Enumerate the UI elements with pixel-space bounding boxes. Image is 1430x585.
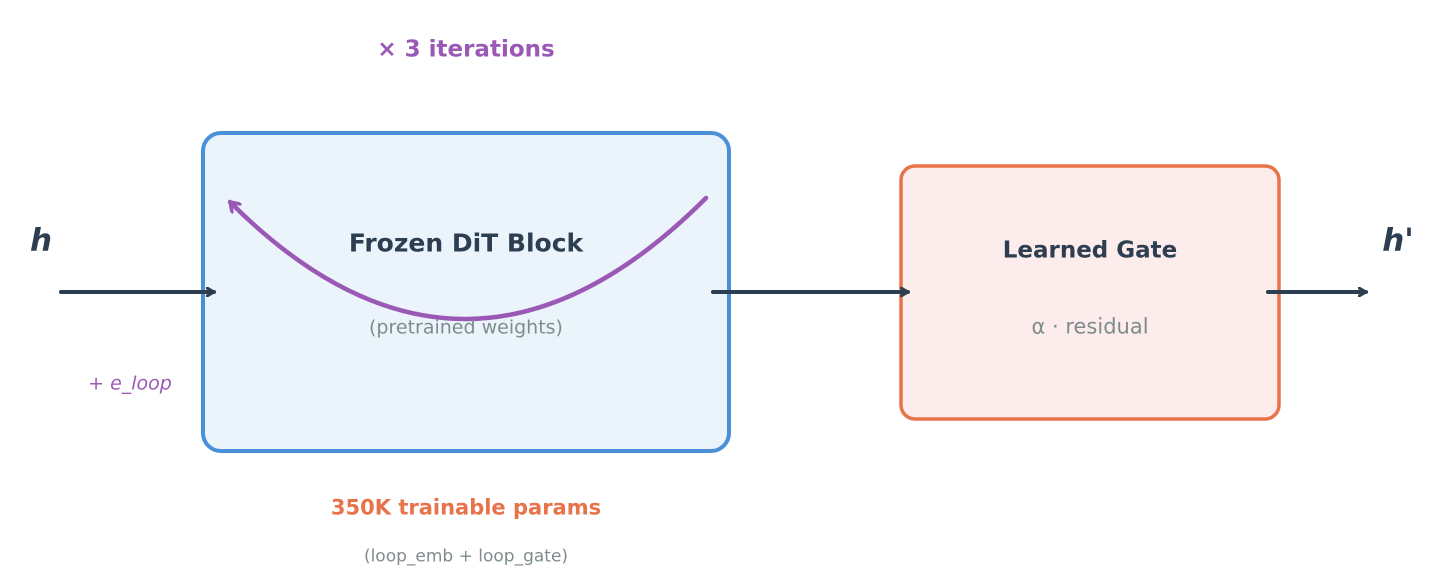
- gate-title: Learned Gate: [1002, 237, 1178, 264]
- learned-gate-block: [899, 164, 1281, 421]
- trainable-params-detail: (loop_emb + loop_gate): [363, 546, 569, 567]
- frozen-block-subtitle: (pretrained weights): [369, 316, 563, 339]
- output-label: h': [1382, 222, 1414, 259]
- loop-embedding-label: + e_loop: [88, 372, 172, 395]
- input-label: h: [29, 222, 53, 259]
- gate-subtitle: α · residual: [1031, 314, 1149, 339]
- loop-count-label: × 3 iterations: [377, 36, 555, 63]
- frozen-block-title: Frozen DiT Block: [348, 228, 584, 258]
- loop-return-arrow-icon: [227, 195, 709, 322]
- frozen-dit-block: [201, 131, 731, 453]
- trainable-params-label: 350K trainable params: [330, 495, 602, 520]
